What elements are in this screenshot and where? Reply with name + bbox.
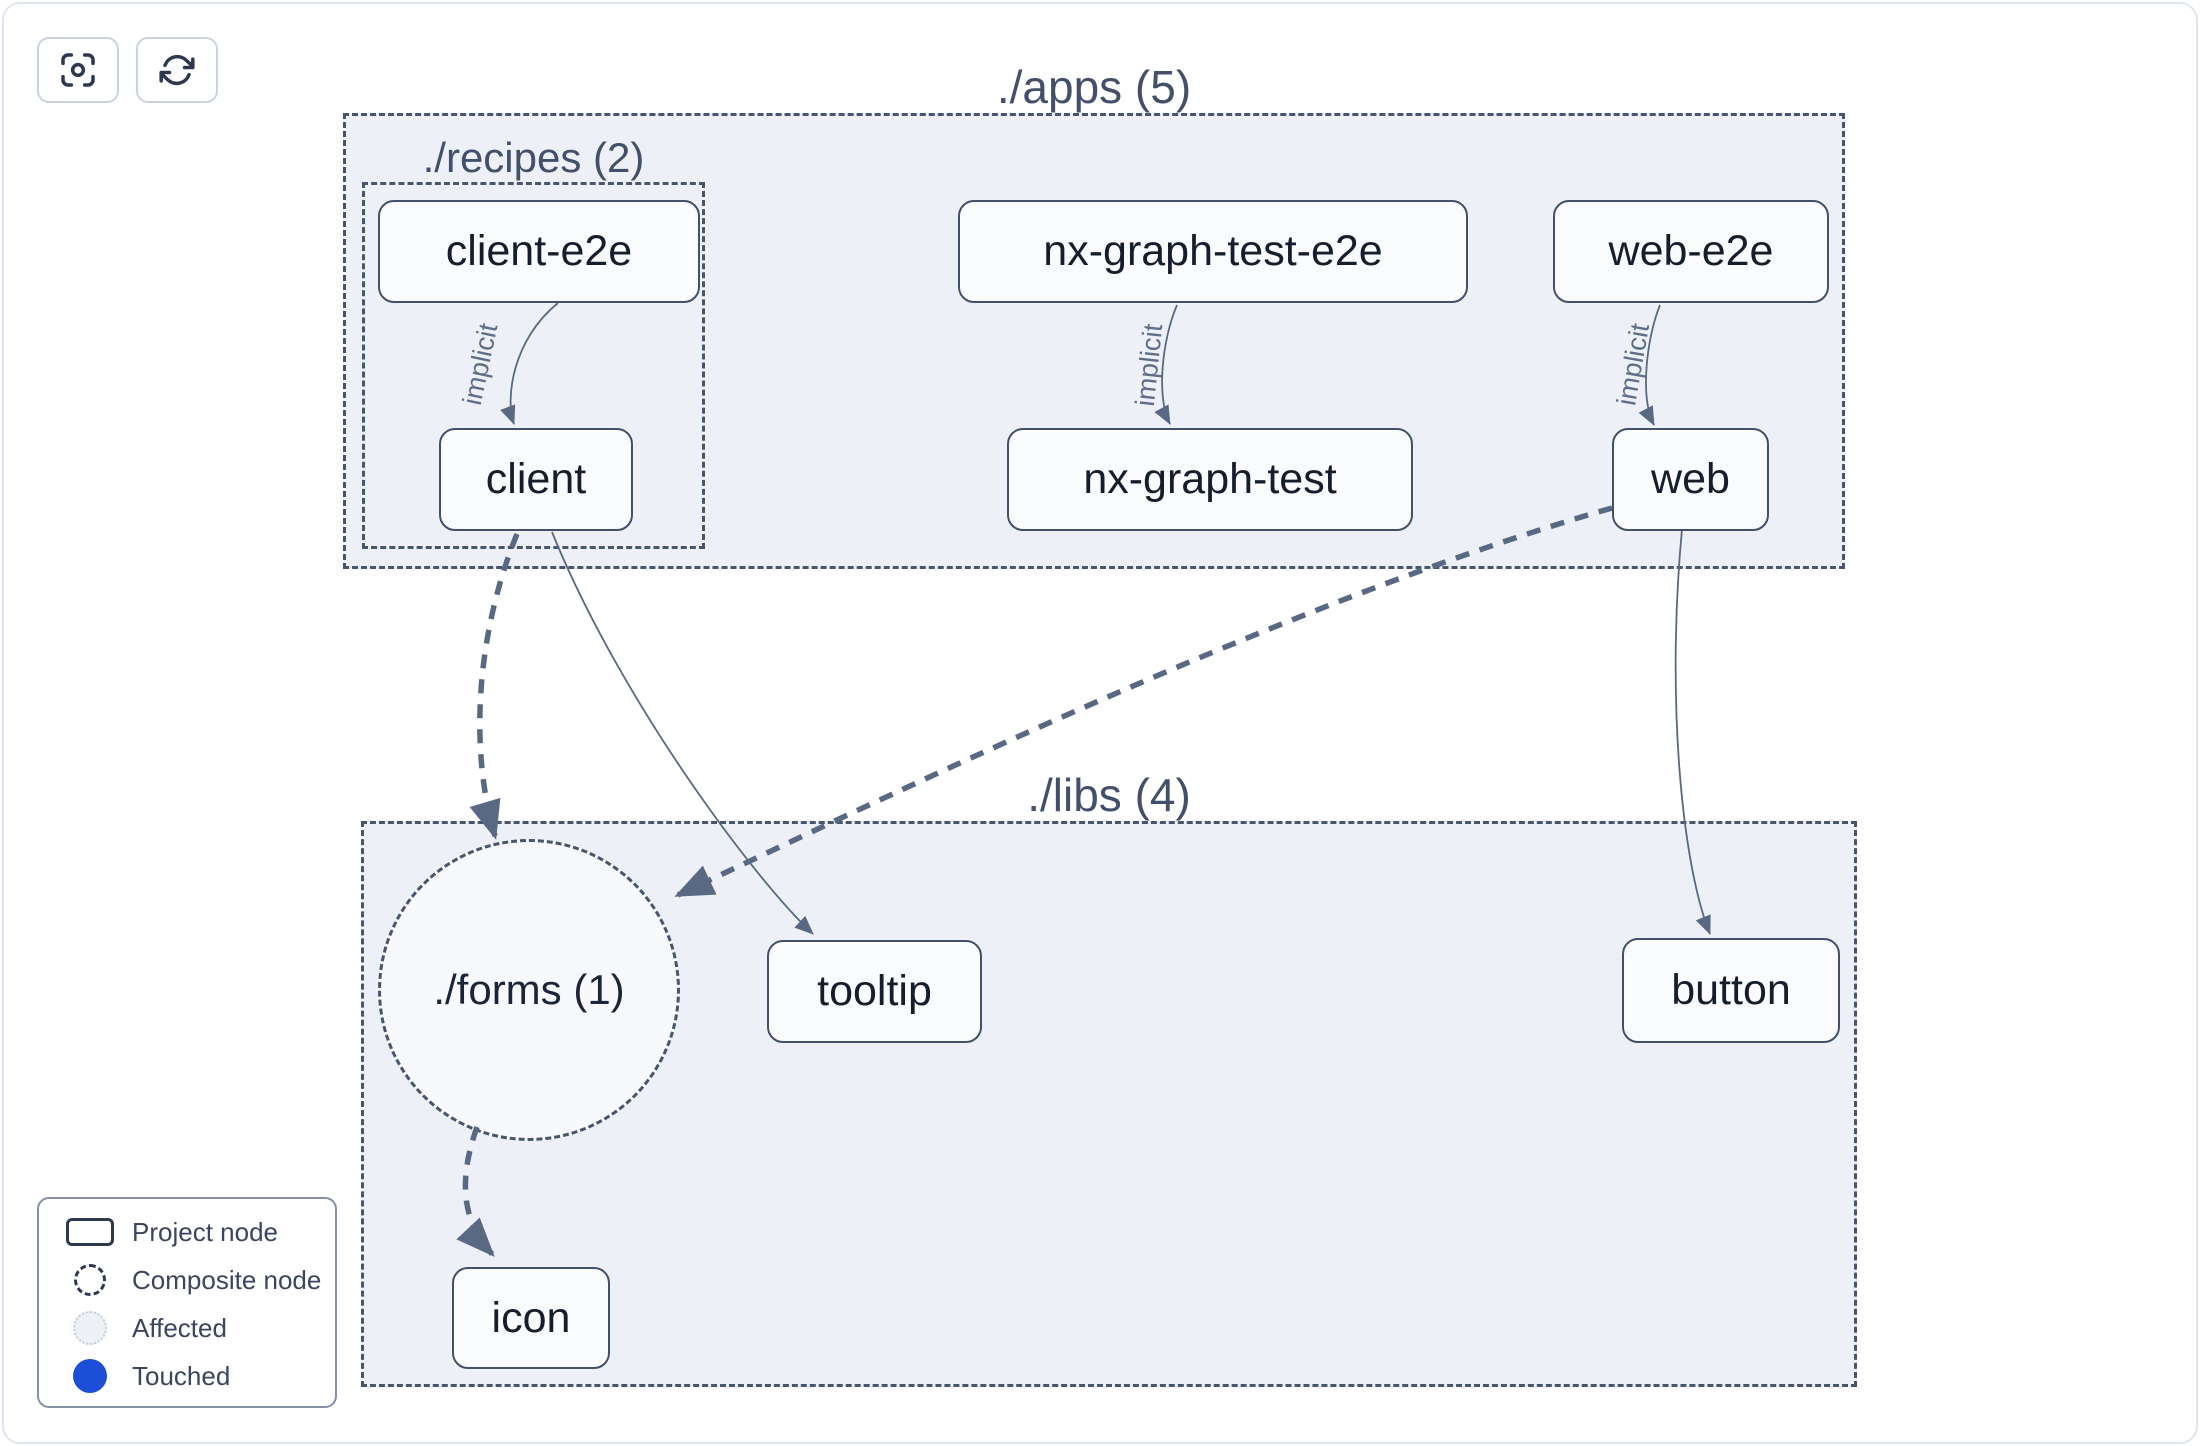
project-node-swatch-icon <box>66 1218 114 1246</box>
node-web-label: web <box>1651 455 1730 503</box>
node-button[interactable]: button <box>1622 938 1840 1043</box>
composite-node-swatch-icon <box>74 1264 106 1296</box>
node-client[interactable]: client <box>439 428 633 531</box>
group-recipes: ./recipes (2) <box>362 134 705 549</box>
legend-label-composite-node: Composite node <box>132 1264 322 1295</box>
refresh-graph-button[interactable] <box>136 37 218 103</box>
node-client-e2e[interactable]: client-e2e <box>378 200 700 303</box>
node-nx-graph-test-label: nx-graph-test <box>1083 455 1337 503</box>
node-client-e2e-label: client-e2e <box>445 227 633 275</box>
node-web-e2e-label: web-e2e <box>1608 227 1774 275</box>
touched-swatch-icon <box>73 1359 107 1393</box>
legend-label-touched: Touched <box>132 1360 231 1391</box>
node-nx-graph-test-e2e[interactable]: nx-graph-test-e2e <box>958 200 1468 303</box>
node-web-e2e[interactable]: web-e2e <box>1553 200 1829 303</box>
legend-row-project-node: Project node <box>39 1208 335 1256</box>
node-web[interactable]: web <box>1612 428 1769 531</box>
node-icon-label: icon <box>491 1293 571 1342</box>
legend-label-affected: Affected <box>132 1312 227 1343</box>
group-libs-title: ./libs (4) <box>1027 769 1191 821</box>
node-icon[interactable]: icon <box>452 1267 610 1369</box>
affected-swatch-icon <box>73 1311 107 1345</box>
refresh-icon <box>159 54 195 86</box>
group-apps-title: ./apps (5) <box>996 61 1192 113</box>
focus-crosshair-icon <box>61 53 95 87</box>
group-recipes-title: ./recipes (2) <box>422 134 645 181</box>
node-tooltip[interactable]: tooltip <box>767 940 982 1043</box>
node-client-label: client <box>485 455 587 503</box>
node-tooltip-label: tooltip <box>817 967 932 1015</box>
node-button-label: button <box>1671 966 1791 1014</box>
focus-graph-button[interactable] <box>37 37 119 103</box>
node-nx-graph-test[interactable]: nx-graph-test <box>1007 428 1413 531</box>
legend-panel: Project node Composite node Affected Tou… <box>37 1197 337 1408</box>
legend-row-touched: Touched <box>39 1352 335 1400</box>
legend-row-composite-node: Composite node <box>39 1256 335 1304</box>
legend-label-project-node: Project node <box>132 1216 278 1247</box>
composite-node-forms[interactable]: ./forms (1) <box>378 839 680 1141</box>
legend-row-affected: Affected <box>39 1304 335 1352</box>
composite-node-forms-label: ./forms (1) <box>433 966 625 1013</box>
node-nx-graph-test-e2e-label: nx-graph-test-e2e <box>1043 227 1383 275</box>
